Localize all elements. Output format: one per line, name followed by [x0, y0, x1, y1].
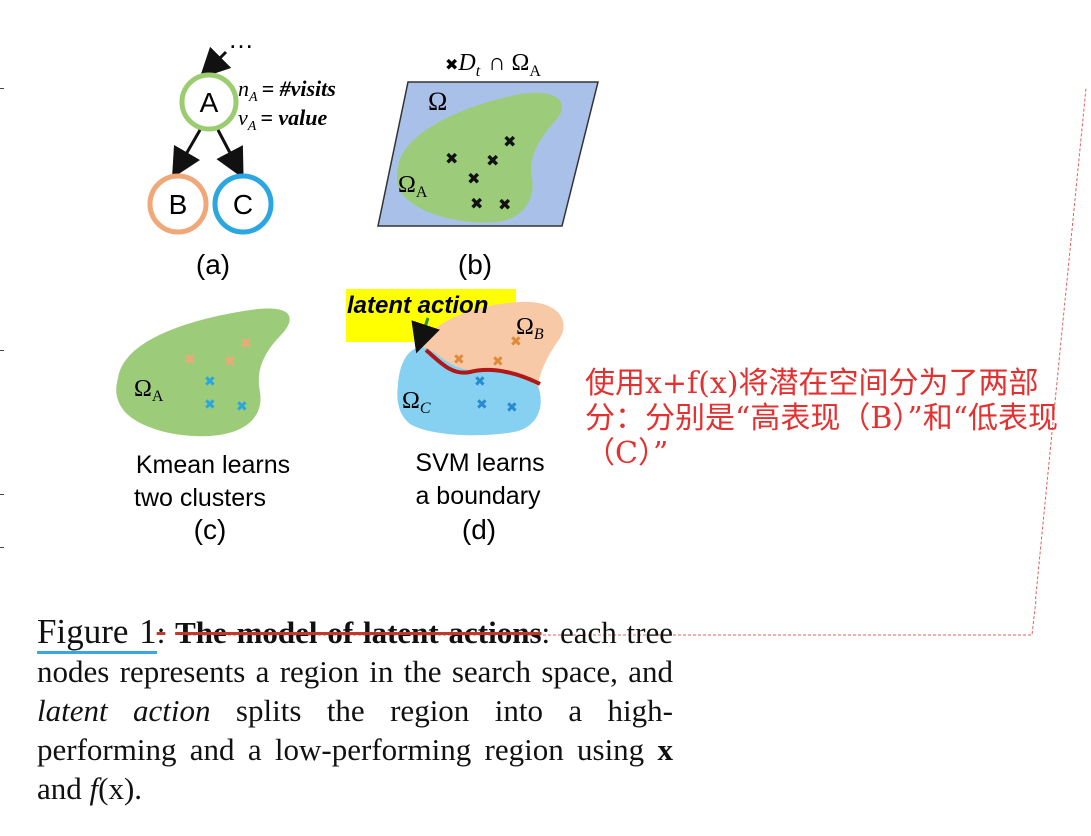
sample-mark: ✖: [467, 171, 480, 188]
samples-b: ✖ ✖ ✖ ✖ ✖ ✖: [445, 134, 516, 214]
caption-colon: :: [156, 615, 166, 650]
caption-x: x: [657, 732, 674, 767]
annotation-connector-lower: [188, 600, 1037, 636]
cluster-low: ✖ ✖ ✖: [204, 373, 248, 414]
caption-text-1: : each tree nodes represents a region in…: [37, 615, 673, 689]
sample-mark: ✖: [453, 351, 465, 367]
omega-c-label: ΩC: [402, 388, 431, 417]
samples-high-d: ✖ ✖ ✖: [453, 333, 522, 369]
margin-tick: [0, 494, 4, 495]
omega-a-label: ΩA: [398, 172, 428, 201]
panel-d-label: (d): [462, 514, 496, 545]
omega-a-c-label: ΩA: [134, 376, 164, 405]
panel-d-line2: a boundary: [415, 482, 541, 510]
caption-title: The model of latent actions: [175, 615, 542, 650]
caption-latent: latent action: [37, 693, 211, 728]
sample-mark: ✖: [474, 373, 486, 389]
panel-c-line1: Kmean learns: [136, 451, 290, 479]
node-a-label: A: [200, 87, 219, 118]
sample-mark: ✖: [184, 351, 196, 367]
sample-mark: ✖: [204, 396, 216, 412]
region-omega-a: [397, 92, 562, 223]
sample-mark: ✖: [506, 399, 518, 415]
sample-mark: ✖: [498, 197, 511, 214]
arrow-into-a: [199, 46, 232, 79]
margin-tick: [0, 88, 4, 89]
margin-tick: [0, 350, 4, 351]
annotation-connector: [1034, 87, 1087, 600]
caption-fx: (x): [98, 771, 135, 806]
latent-action-arrow: [411, 317, 440, 354]
node-a[interactable]: [179, 72, 239, 132]
node-b-label: B: [169, 189, 188, 220]
caption-f: f: [89, 771, 99, 806]
caption-text-2: splits the region into a high-performing…: [37, 693, 673, 767]
figure-number: Figure 1: [37, 612, 157, 654]
panel-a-label: (a): [196, 249, 230, 280]
panel-d-line1: SVM learns: [415, 449, 544, 477]
legend-dt-omega: ✖Dt∩ ΩA: [445, 50, 541, 80]
edge-a-c: [216, 129, 244, 179]
omega-b-label: ΩB: [516, 314, 544, 343]
figure-caption: Figure 1: The model of latent actions: e…: [37, 612, 673, 808]
panel-b-label: (b): [458, 249, 492, 280]
region-omega-a-kmeans: [116, 308, 290, 437]
sample-mark: ✖: [204, 373, 216, 389]
omega-label: Ω: [428, 87, 447, 116]
samples-low-d: ✖ ✖ ✖: [474, 373, 518, 415]
sample-mark: ✖: [445, 151, 458, 168]
margin-tick: [0, 547, 4, 548]
annotation-note: 使用x+f(x)将潜在空间分为了两部分：分别是“高表现（B）”和“低表现（C）”: [585, 366, 1059, 471]
region-omega-c: [397, 347, 541, 436]
latent-action-label: latent action: [347, 292, 488, 319]
sample-mark: ✖: [486, 153, 499, 170]
v-value-label: vA= value: [238, 105, 327, 134]
sample-mark: ✖: [240, 335, 252, 351]
svm-boundary: [424, 348, 541, 386]
node-c-label: C: [233, 189, 253, 220]
caption-text-3: and: [37, 771, 90, 806]
node-b[interactable]: [147, 173, 209, 235]
panel-c-label: (c): [194, 514, 227, 545]
panel-c-line2: two clusters: [134, 484, 266, 512]
sample-mark: ✖: [510, 333, 522, 349]
sample-mark: ✖: [503, 134, 516, 151]
figure-1: … A nA= #visits vA= value B C (a) ✖Dt∩ Ω…: [116, 24, 1087, 600]
sample-mark: ✖: [476, 396, 488, 412]
tree-ellipsis: …: [228, 24, 254, 54]
sample-mark: ✖: [236, 398, 248, 414]
cluster-high: ✖ ✖ ✖: [184, 335, 252, 369]
sample-mark: ✖: [492, 353, 504, 369]
n-visits-label: nA= #visits: [238, 76, 336, 105]
caption-end: .: [134, 771, 143, 806]
sample-mark: ✖: [470, 196, 483, 213]
node-c[interactable]: [212, 173, 274, 235]
edge-a-b: [171, 129, 202, 179]
sample-mark: ✖: [224, 353, 236, 369]
